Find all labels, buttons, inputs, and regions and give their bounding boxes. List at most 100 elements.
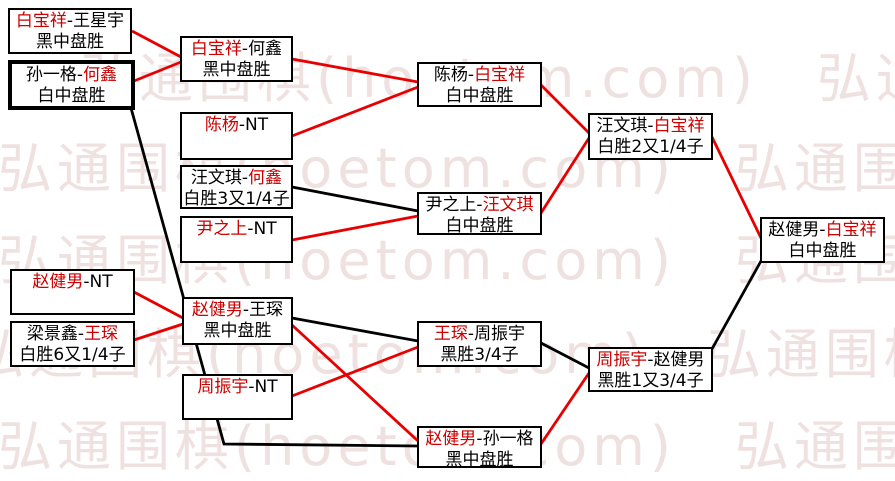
connector-jiannan-nt-to-jiannan-wangchen: [133, 290, 184, 320]
player-name: NT: [253, 219, 277, 239]
connector-chenyang-baoxiang-to-wenqi-baoxiang: [540, 84, 590, 134]
connector-zhenyu-nt-to-wangchen-zhenyu: [291, 345, 419, 398]
match-box-zhenyu-nt: 周振宇-NT: [182, 374, 293, 420]
match-result: 黑中盘胜: [445, 450, 514, 470]
match-box-wenqi-baoxiang: 汪文琪-白宝祥白胜2又1/4子: [588, 113, 713, 160]
match-result: 黑胜1又3/4子: [597, 371, 704, 391]
match-box-jiannan-nt: 赵健男-NT: [10, 269, 135, 315]
connector-yige-hexin-to-jiannan-yige: [129, 107, 419, 448]
match-players: 尹之上-NT: [196, 219, 277, 239]
connector-zhenyu-jiannan-to-jiannan-baoxiang: [710, 260, 763, 350]
connector-jiannan-yige-to-zhenyu-jiannan: [539, 372, 591, 445]
match-result: 黑中盘胜: [203, 321, 272, 341]
match-players: 陈杨-NT: [204, 115, 269, 135]
match-players: 孙一格-何鑫: [25, 65, 118, 85]
match-box-jiannan-baoxiang: 赵健男-白宝祥白中盘胜: [760, 217, 885, 263]
match-players: 陈杨-白宝祥: [433, 65, 526, 85]
connector-baoxiang-xingyu-to-baoxiang-hexin: [131, 29, 182, 59]
connector-chenyang-nt-to-chenyang-baoxiang: [291, 85, 419, 138]
player-name: NT: [89, 272, 113, 292]
connector-wenqi-baoxiang-to-jiannan-baoxiang: [710, 136, 763, 239]
player-name: 白宝祥: [825, 220, 877, 240]
player-name: 汪文琪: [596, 116, 648, 136]
match-players: 赵健男-王琛: [191, 300, 284, 320]
match-result: 白胜6又1/4子: [19, 345, 126, 365]
connector-jiannan-wangchen-to-jiannan-yige: [291, 323, 419, 443]
player-name: 赵健男: [32, 272, 84, 292]
player-name: 何鑫: [248, 39, 283, 59]
match-box-baoxiang-xingyu: 白宝祥-王星宇黑中盘胜: [8, 8, 132, 54]
match-players: 尹之上-汪文琪: [425, 195, 534, 215]
match-result: 白中盘胜: [788, 241, 857, 261]
player-name: 赵健男: [768, 220, 820, 240]
player-name: 赵健男: [653, 350, 705, 370]
match-result: 黑中盘胜: [36, 32, 104, 52]
match-result: 黑中盘胜: [202, 60, 271, 80]
match-box-wenqi-hexin: 汪文琪-何鑫白胜3又1/4子: [180, 165, 293, 209]
player-name: 王琛: [84, 324, 119, 344]
connector-yige-hexin-to-baoxiang-hexin: [133, 60, 182, 83]
match-players: 周振宇-NT: [197, 377, 278, 397]
player-name: 梁景鑫: [26, 324, 78, 344]
match-result: 白中盘胜: [445, 86, 514, 106]
player-name: 何鑫: [83, 65, 118, 85]
player-name: 孙一格: [25, 65, 77, 85]
player-name: 白宝祥: [474, 65, 526, 85]
match-result: 白中盘胜: [37, 86, 106, 106]
connector-wenqi-hexin-to-yinzhishang-wenqi: [291, 185, 419, 213]
match-box-chenyang-nt: 陈杨-NT: [180, 112, 293, 160]
player-name: 汪文琪: [190, 168, 242, 188]
player-name: 白宝祥: [653, 116, 705, 136]
match-result: 黑胜3/4子: [440, 345, 519, 365]
match-players: 赵健男-白宝祥: [768, 220, 877, 240]
match-players: 赵健男-NT: [32, 272, 113, 292]
connector-wangchen-zhenyu-to-zhenyu-jiannan: [540, 341, 590, 370]
player-name: 赵健男: [191, 300, 243, 320]
match-players: 白宝祥-何鑫: [190, 39, 283, 59]
player-name: 白宝祥: [15, 11, 67, 31]
match-players: 梁景鑫-王琛: [26, 324, 119, 344]
player-name: 汪文琪: [482, 195, 534, 215]
match-box-yinzhishang-wenqi: 尹之上-汪文琪白中盘胜: [417, 192, 542, 236]
connector-yinzhishang-wenqi-to-wenqi-baoxiang: [539, 137, 591, 214]
player-name: NT: [245, 115, 269, 135]
match-players: 汪文琪-何鑫: [190, 168, 283, 188]
player-name: 周振宇: [596, 350, 648, 370]
match-box-yige-hexin: 孙一格-何鑫白中盘胜: [8, 60, 135, 110]
connector-jingxin-wangchen-to-jiannan-wangchen: [133, 322, 184, 342]
match-box-yinzhishang-nt: 尹之上-NT: [180, 216, 293, 263]
player-name: 赵健男: [425, 429, 477, 449]
connector-yinzhishang-nt-to-yinzhishang-wenqi: [291, 214, 419, 242]
match-result: 白胜3又1/4子: [183, 189, 290, 209]
watermark-text: 弘通围棋(hoetom.com) 弘通围棋(hoetom.com) 弘通围棋: [0, 229, 895, 292]
player-name: 孙一格: [482, 429, 534, 449]
player-name: 王星宇: [73, 11, 125, 31]
player-name: 周振宇: [474, 324, 526, 344]
match-box-baoxiang-hexin: 白宝祥-何鑫黑中盘胜: [180, 36, 293, 82]
match-players: 周振宇-赵健男: [596, 350, 705, 370]
player-name: 白宝祥: [190, 39, 242, 59]
match-players: 赵健男-孙一格: [425, 429, 534, 449]
player-name: 王琛: [433, 324, 468, 344]
player-name: 陈杨: [433, 65, 468, 85]
match-box-wangchen-zhenyu: 王琛-周振宇黑胜3/4子: [417, 321, 542, 367]
match-box-jiannan-wangchen: 赵健男-王琛黑中盘胜: [182, 297, 293, 345]
connector-jiannan-wangchen-to-wangchen-zhenyu: [291, 316, 419, 343]
match-box-chenyang-baoxiang: 陈杨-白宝祥白中盘胜: [417, 62, 542, 107]
player-name: 周振宇: [197, 377, 249, 397]
match-players: 汪文琪-白宝祥: [596, 116, 705, 136]
match-players: 王琛-周振宇: [433, 324, 526, 344]
player-name: 陈杨: [204, 115, 239, 135]
match-box-zhenyu-jiannan: 周振宇-赵健男黑胜1又3/4子: [588, 347, 713, 392]
player-name: 尹之上: [425, 195, 477, 215]
player-name: 尹之上: [196, 219, 248, 239]
match-result: 白中盘胜: [445, 216, 514, 236]
player-name: 何鑫: [248, 168, 283, 188]
player-name: 王琛: [249, 300, 284, 320]
player-name: NT: [254, 377, 278, 397]
connector-baoxiang-hexin-to-chenyang-baoxiang: [291, 57, 419, 84]
match-result: 白胜2又1/4子: [597, 137, 704, 157]
